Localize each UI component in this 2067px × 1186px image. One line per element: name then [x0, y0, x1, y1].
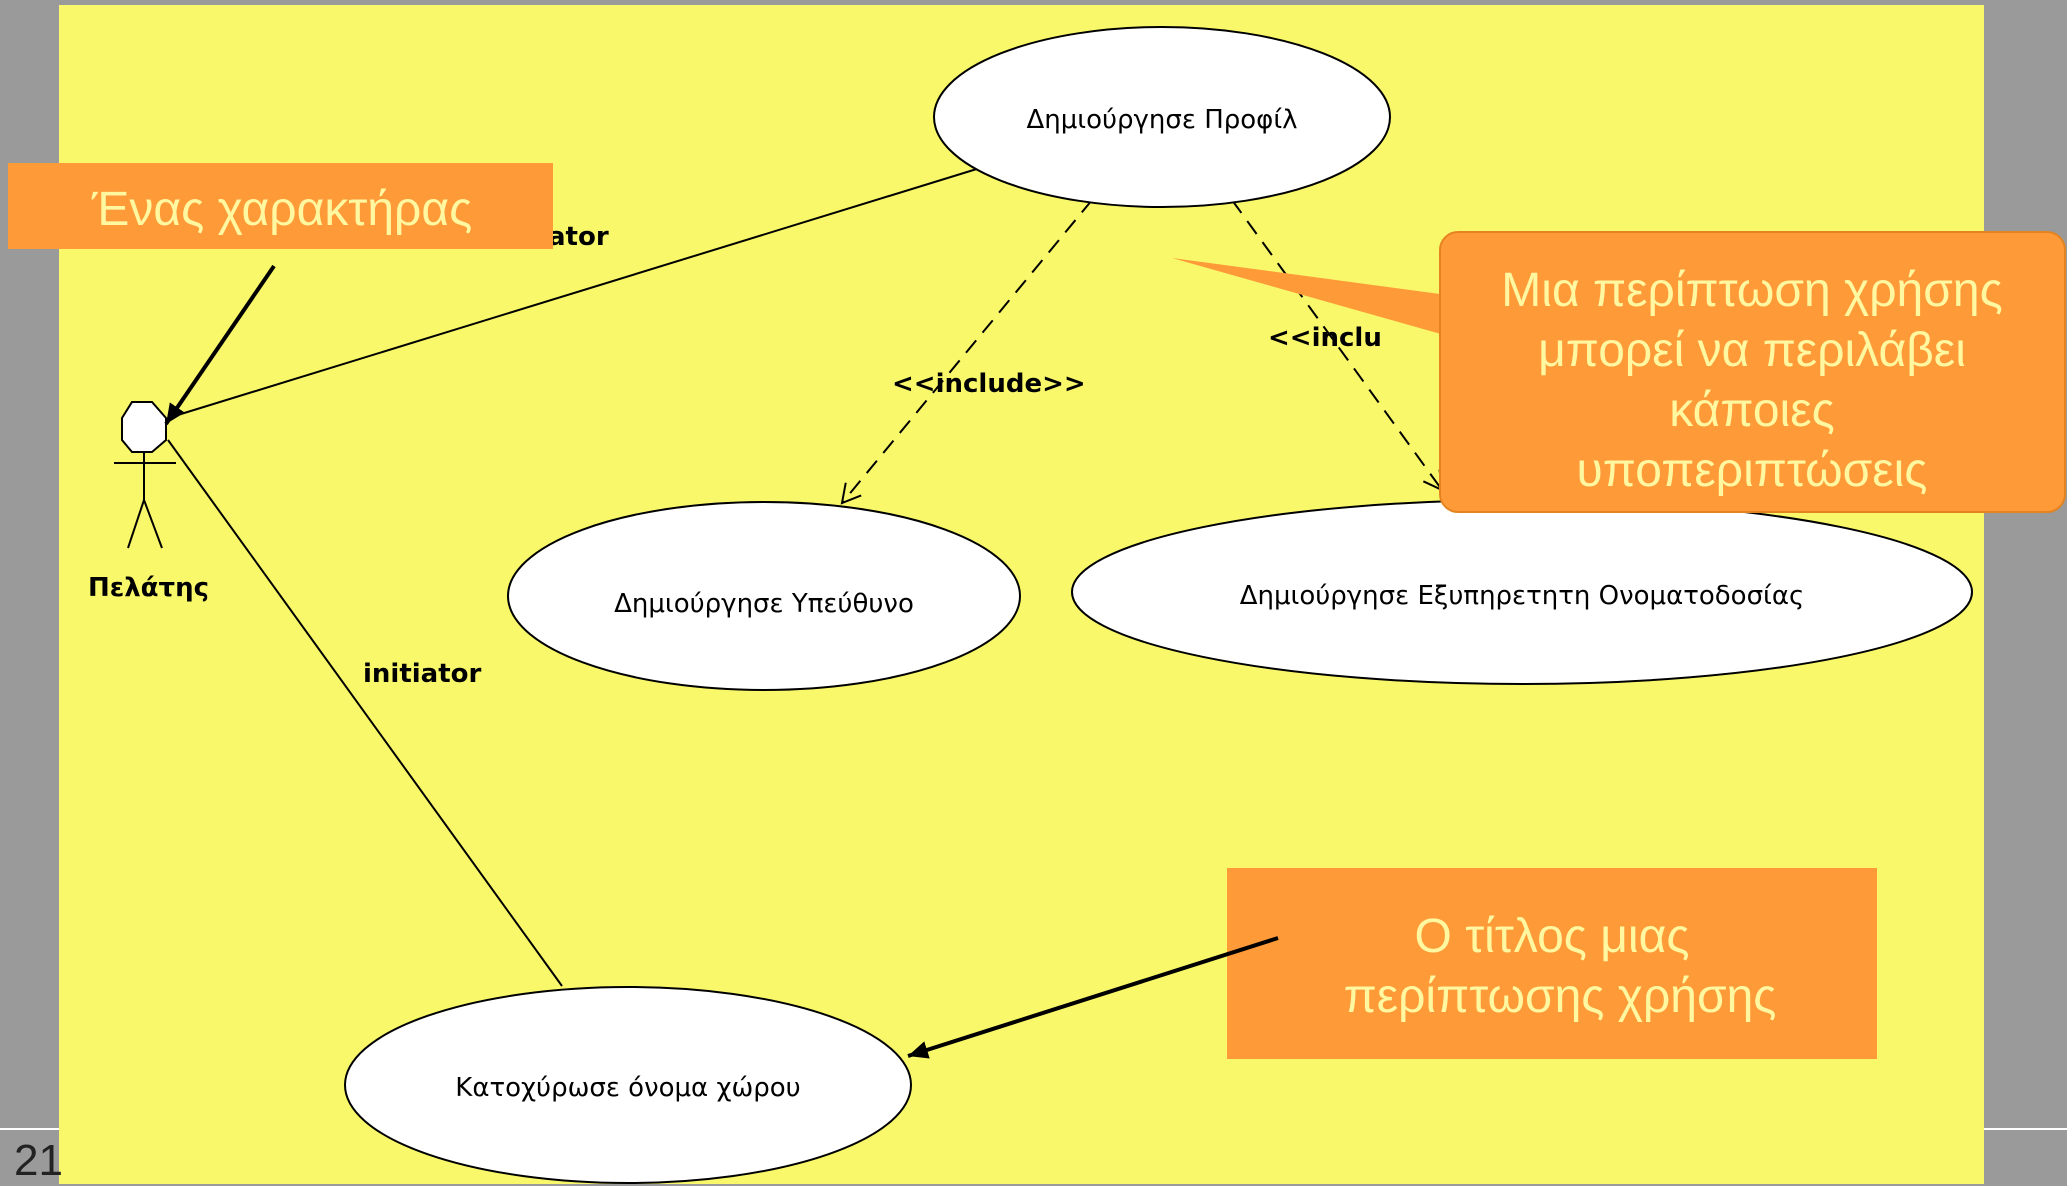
callout-subcases-line-2: μπορεί να περιλάβει	[1538, 324, 1966, 377]
callout-actor-text: Ένας χαρακτήρας	[91, 183, 472, 236]
callout-title-line-2: περίπτωσης χρήσης	[1344, 970, 1777, 1023]
actor-label: Πελάτης	[88, 573, 209, 603]
include-label-left: <<include>>	[892, 369, 1086, 399]
callout-subcases-line-3: κάποιες	[1669, 384, 1835, 437]
use-case-label-create-profile: Δημιούργησε Προφίλ	[1026, 105, 1297, 135]
page-number: 21	[14, 1136, 63, 1185]
callout-subcases-line-1: Μια περίπτωση χρήσης	[1501, 264, 2002, 317]
callout-title-line-1: Ο τίτλος μιας	[1415, 910, 1690, 963]
actor-icon	[114, 401, 176, 549]
use-case-label-register-domain: Κατοχύρωσε όνομα χώρου	[455, 1073, 800, 1103]
use-case-create-responsible	[507, 501, 1021, 691]
use-case-create-profile	[933, 26, 1391, 208]
callout-actor-box	[8, 163, 553, 249]
initiator-label-bottom: initiator	[363, 659, 482, 689]
callout-actor-arrow	[164, 264, 276, 426]
use-case-label-create-responsible: Δημιούργησε Υπεύθυνο	[614, 589, 914, 619]
include-dependency-left	[840, 199, 1093, 505]
association-profile	[167, 167, 981, 419]
association-register	[167, 439, 563, 987]
include-label-right: <<inclu	[1268, 323, 1382, 353]
use-case-register-domain	[344, 986, 912, 1184]
callout-subcases-bubble	[1172, 231, 2066, 513]
use-case-label-create-naming-server: Δημιούργησε Εξυπηρετητη Ονοματοδοσίας	[1240, 581, 1805, 611]
initiator-label-top: ator	[548, 222, 609, 252]
callout-title-arrow	[907, 936, 1279, 1059]
callout-title-box	[1227, 868, 1877, 1059]
include-dependency-right	[1231, 199, 1444, 492]
footer-rule-right	[1984, 1128, 2067, 1130]
footer-rule-left	[0, 1128, 59, 1130]
callout-subcases-line-4: υποπεριπτώσεις	[1577, 444, 1928, 497]
